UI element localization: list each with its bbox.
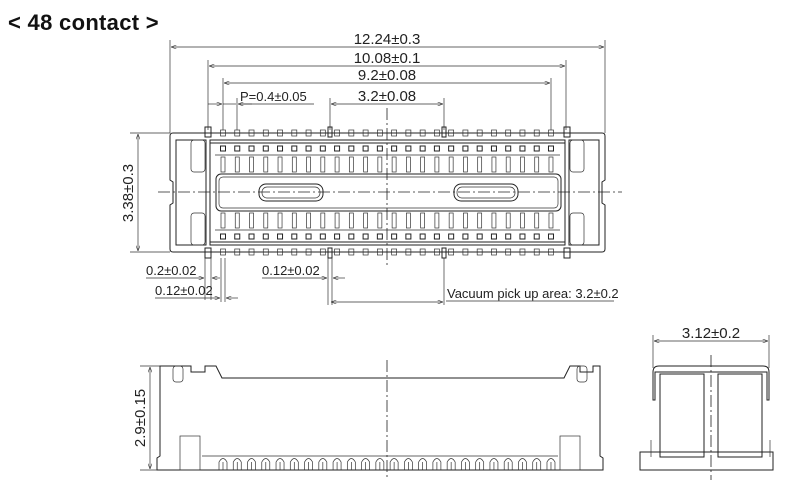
side-contact-pin: [389, 458, 399, 470]
side-contact-pin: [318, 458, 328, 470]
dim-post-width: 0.2±0.02: [146, 263, 197, 278]
contact-pin: [433, 129, 440, 256]
dim-contact-width: 0.12±0.02: [155, 283, 213, 298]
contact-pin: [505, 129, 512, 256]
page-title: < 48 contact >: [8, 10, 159, 35]
dim-overall-length: 12.24±0.3: [354, 31, 421, 48]
side-contact-pin: [361, 458, 370, 470]
contact-pin: [405, 129, 412, 256]
side-contact-pin: [475, 458, 485, 470]
contact-pin: [305, 129, 312, 256]
side-contact-pin: [218, 458, 228, 470]
side-contact-pin: [418, 458, 427, 470]
side-contact-pin: [304, 458, 313, 470]
side-contact-pin: [446, 458, 456, 470]
contact-pin: [462, 129, 469, 256]
contact-pin: [334, 129, 341, 256]
contact-pin: [234, 129, 241, 256]
dim-contact-width-2: 0.12±0.02: [262, 263, 320, 278]
side-contact-pin: [532, 458, 542, 470]
side-contact-pin: [461, 458, 470, 470]
contact-pin: [248, 129, 255, 256]
end-view: 3.12±0.2: [639, 325, 774, 480]
contact-pin: [490, 129, 497, 256]
side-contact-pin: [518, 458, 527, 470]
contact-pin: [220, 129, 226, 256]
dim-height: 2.9±0.15: [132, 389, 149, 447]
side-contact-pin: [232, 458, 242, 470]
contact-pin: [291, 129, 298, 256]
vacuum-slot-left: [258, 183, 324, 202]
contact-pin: [391, 129, 398, 256]
contact-pin: [319, 129, 326, 256]
side-contact-pins: [218, 458, 556, 470]
contact-pin: [362, 129, 369, 256]
contact-pin: [277, 129, 284, 256]
contact-pin: [519, 129, 526, 256]
contact-pin: [448, 129, 455, 256]
dim-vacuum-area: Vacuum pick up area: 3.2±0.2: [447, 286, 619, 301]
vacuum-slot-right: [453, 183, 519, 202]
top-view: [158, 108, 622, 268]
dim-post-span: 10.08±0.1: [354, 50, 421, 67]
contact-pin: [376, 129, 383, 256]
side-contact-pin: [404, 458, 413, 470]
side-contact-pin: [275, 458, 285, 470]
contact-pin: [262, 129, 269, 256]
side-contact-pin: [432, 458, 442, 470]
side-contact-pin: [261, 458, 271, 470]
side-view: 2.9±0.15: [132, 360, 604, 480]
bottom-dimensions: 0.2±0.02 0.12±0.02 0.12±0.02 Vacuum pick…: [146, 258, 619, 305]
contact-pin: [476, 129, 483, 256]
dim-slot-span: 3.2±0.08: [358, 88, 416, 105]
contact-pin: [547, 129, 554, 256]
side-contact-pin: [332, 458, 342, 470]
dim-pitch: P=0.4±0.05: [240, 89, 307, 104]
top-dimensions: 12.24±0.3 10.08±0.1 9.2±0.08 P=0.4±0.05 …: [120, 31, 606, 253]
side-contact-pin: [289, 458, 299, 470]
side-contact-pin: [375, 458, 385, 470]
side-contact-pin: [546, 458, 556, 470]
contact-pin: [533, 129, 540, 256]
dim-end-width: 3.12±0.2: [682, 325, 740, 342]
side-contact-pin: [247, 458, 256, 470]
contact-pin: [419, 129, 426, 256]
contact-pins: [220, 129, 554, 256]
side-contact-pin: [503, 458, 513, 470]
side-contact-pin: [346, 458, 356, 470]
dim-width: 3.38±0.3: [120, 164, 137, 222]
side-contact-pin: [489, 458, 499, 470]
dim-contact-span: 9.2±0.08: [358, 67, 416, 84]
contact-pin: [348, 129, 355, 256]
